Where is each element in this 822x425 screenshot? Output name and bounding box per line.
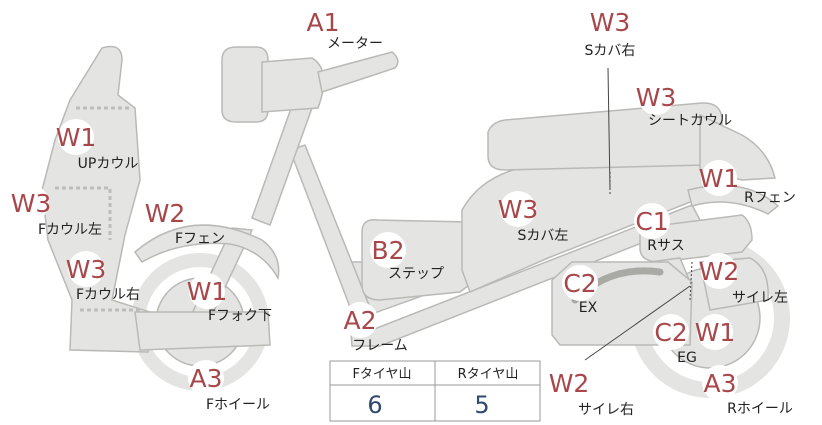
damage-code-badge [305, 4, 341, 40]
damage-code-w1: W1 [699, 164, 740, 193]
damage-code-w1: W1 [695, 318, 736, 347]
damage-code-a2: A2 [343, 306, 376, 335]
part-label: メーター [327, 36, 383, 52]
damage-code-b2: B2 [371, 236, 404, 265]
damage-code-badge [592, 4, 628, 40]
part-label: サイレ右 [578, 402, 634, 418]
part-label: Fホイール [206, 397, 270, 413]
part-label: Rサス [647, 238, 684, 254]
damage-code-w2: W2 [549, 369, 590, 398]
damage-code-w2: W2 [145, 199, 186, 228]
part-label: EX [579, 300, 598, 316]
damage-code-c1: C1 [635, 207, 668, 236]
part-label: シートカウル [648, 113, 732, 129]
damage-code-badge [500, 191, 536, 227]
damage-code-a3: A3 [703, 369, 736, 398]
damage-code-badge [342, 302, 378, 338]
part-label: Fフォク下 [208, 308, 272, 324]
part-label: Rホイール [727, 401, 793, 417]
damage-code-w3: W3 [636, 83, 677, 112]
damage-code-badge [653, 314, 689, 350]
damage-code-badge [58, 119, 94, 155]
fork-lower [134, 311, 271, 351]
damage-code-w3: W3 [498, 195, 539, 224]
damage-code-badge [702, 365, 738, 401]
damage-code-c2: C2 [563, 269, 596, 298]
damage-code-w2: W2 [699, 257, 740, 286]
leader-s-cover-right [607, 67, 611, 191]
damage-code-w3: W3 [11, 189, 52, 218]
part-label: Fカウル左 [38, 222, 102, 238]
part-label: Sカバ左 [518, 228, 569, 244]
rear-tread-value: 5 [474, 391, 489, 419]
damage-code-badge [370, 232, 406, 268]
damage-code-badge [634, 203, 670, 239]
damage-code-c2: C2 [654, 318, 687, 347]
damage-code-badge [147, 195, 183, 231]
part-label: フレーム [352, 338, 408, 354]
damage-code-w3: W3 [590, 8, 631, 37]
tire-tread-table: Fタイヤ山 Rタイヤ山 6 5 [329, 360, 541, 422]
part-label: Sカバ右 [585, 43, 636, 59]
part-label: UPカウル [78, 156, 139, 172]
part-label: EG [677, 350, 697, 366]
damage-code-w3: W3 [66, 255, 107, 284]
damage-code-badge [189, 273, 225, 309]
handlebar [261, 57, 325, 113]
front-tread-value: 6 [367, 391, 382, 419]
damage-code-badge [701, 253, 737, 289]
meter-arm [317, 51, 399, 93]
part-label: Rフェン [744, 190, 796, 206]
damage-code-a1: A1 [306, 8, 339, 37]
part-label: Fカウル右 [76, 287, 140, 303]
damage-code-badge [697, 314, 733, 350]
damage-code-badge [551, 365, 587, 401]
part-label: サイレ左 [732, 290, 788, 306]
damage-code-badge [188, 360, 224, 396]
front-cowl [41, 45, 151, 353]
part-label: ステップ [388, 266, 444, 282]
rear-tread-header: Rタイヤ山 [458, 367, 519, 382]
damage-code-a3: A3 [189, 364, 222, 393]
front-tread-header: Fタイヤ山 [352, 367, 411, 382]
front-fender [133, 224, 280, 281]
leader-muffler-right [584, 285, 691, 361]
damage-code-badge [638, 79, 674, 115]
damage-code-badge [562, 265, 598, 301]
damage-code-badge [701, 160, 737, 196]
part-label: Fフェン [175, 231, 225, 247]
meter-head [221, 46, 269, 123]
damage-code-w1: W1 [56, 123, 97, 152]
damage-code-badge [68, 251, 104, 287]
damage-code-w1: W1 [187, 277, 228, 306]
damage-code-badge [13, 185, 49, 221]
